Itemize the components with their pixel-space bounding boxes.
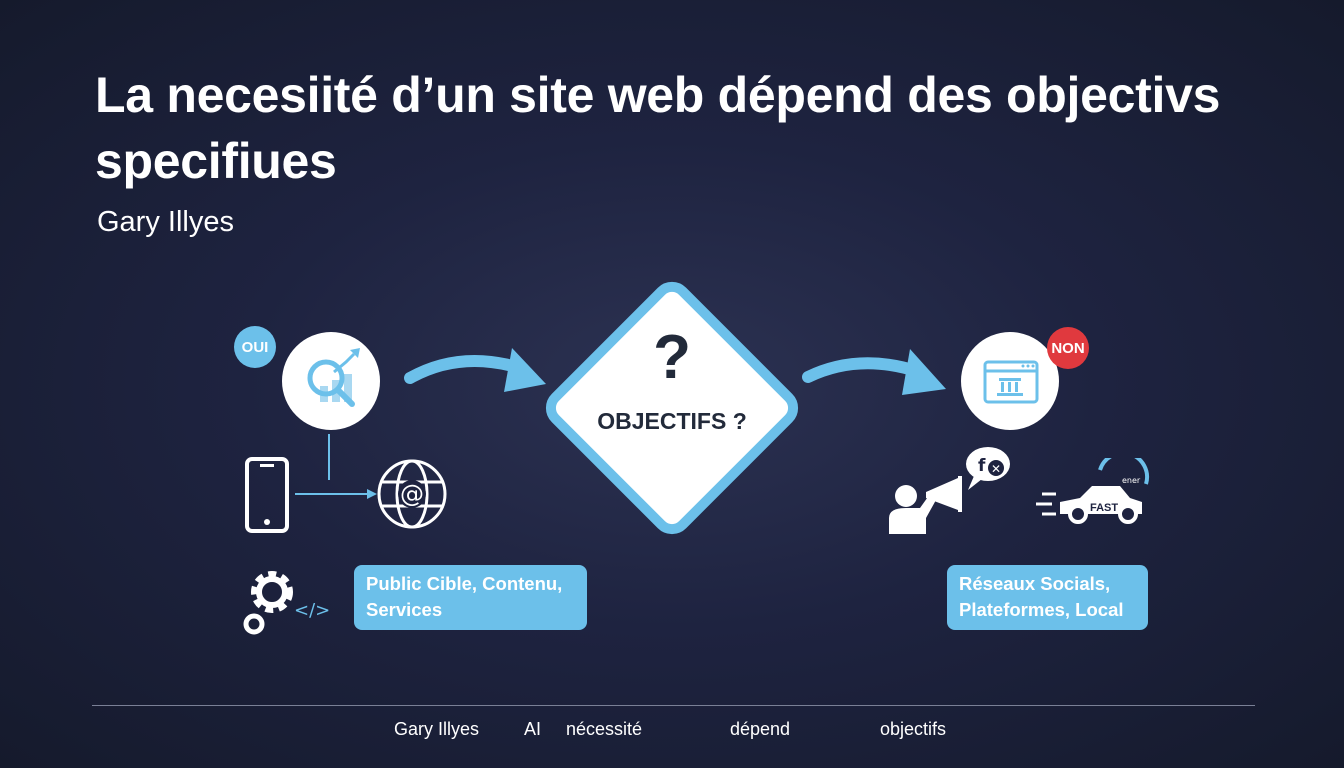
question-mark: ? [653, 323, 691, 392]
curved-arrow-right [802, 349, 946, 395]
car-label: FAST [1090, 502, 1118, 514]
analytics-circle [282, 332, 380, 430]
svg-text:✕: ✕ [991, 462, 1001, 476]
connector-line [328, 434, 330, 480]
website-building-icon [983, 360, 1039, 404]
megaphone-social-icon: f ✕ [889, 447, 1010, 534]
svg-text:f: f [978, 456, 986, 476]
right-summary-box: Réseaux Socials, Plateformes, Local [947, 565, 1148, 630]
author-subtitle: Gary Illyes [97, 206, 234, 238]
footer-item: Gary Illyes [394, 719, 480, 739]
footer-item: AI [524, 719, 542, 739]
footer-item: nécessité [566, 719, 643, 739]
gauge-label: ener [1122, 476, 1141, 485]
globe-at-icon: @ [377, 459, 447, 529]
analytics-search-icon [307, 348, 360, 407]
left-summary-box: Public Cible, Contenu, Services [354, 565, 587, 630]
non-badge: NON [1047, 327, 1089, 369]
arrow-right-icon [295, 489, 377, 499]
svg-text:</>: </> [294, 600, 330, 621]
gears-code-icon: </> [243, 571, 330, 635]
footer-divider [92, 705, 1255, 706]
footer-item: dépend [730, 719, 791, 739]
curved-arrow-left [404, 348, 546, 392]
website-circle [961, 332, 1059, 430]
page-title: La necesiité d’un site web dépend des ob… [95, 67, 1221, 189]
fast-car-icon: FAST ener [1036, 458, 1150, 524]
oui-badge: OUI [234, 326, 276, 368]
svg-text:@: @ [400, 480, 424, 508]
smartphone-icon [245, 457, 289, 533]
objectives-label: OBJECTIFS ? [597, 408, 747, 434]
footer-item: objectifs [880, 719, 947, 739]
